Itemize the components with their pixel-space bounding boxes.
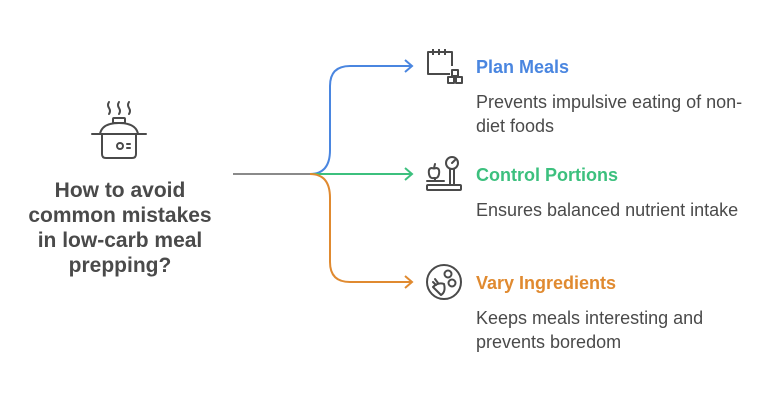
cooking-pot-icon (91, 101, 147, 159)
branch-description-control-portions: Ensures balanced nutrient intake (476, 200, 739, 220)
branch-description-vary-ingredients: Keeps meals interesting and prevents bor… (476, 308, 704, 352)
branch-description-plan-meals: Prevents impulsive eating of non-diet fo… (476, 92, 743, 136)
branch-line-plan (309, 65, 412, 175)
branch-line-vary (309, 173, 412, 283)
root-question: How to avoid common mistakes in low-carb… (28, 179, 212, 277)
arrowhead-plan (404, 59, 414, 73)
branch-title-control-portions: Control Portions (476, 165, 618, 185)
branch-title-vary-ingredients: Vary Ingredients (476, 273, 617, 293)
branch-title-plan-meals: Plan Meals (476, 57, 570, 77)
arrowhead-control (404, 167, 414, 181)
arrowhead-vary (404, 275, 414, 289)
vegetables-circle-icon (426, 264, 462, 300)
food-scale-icon (426, 156, 462, 191)
calendar-blocks-icon (427, 49, 463, 84)
